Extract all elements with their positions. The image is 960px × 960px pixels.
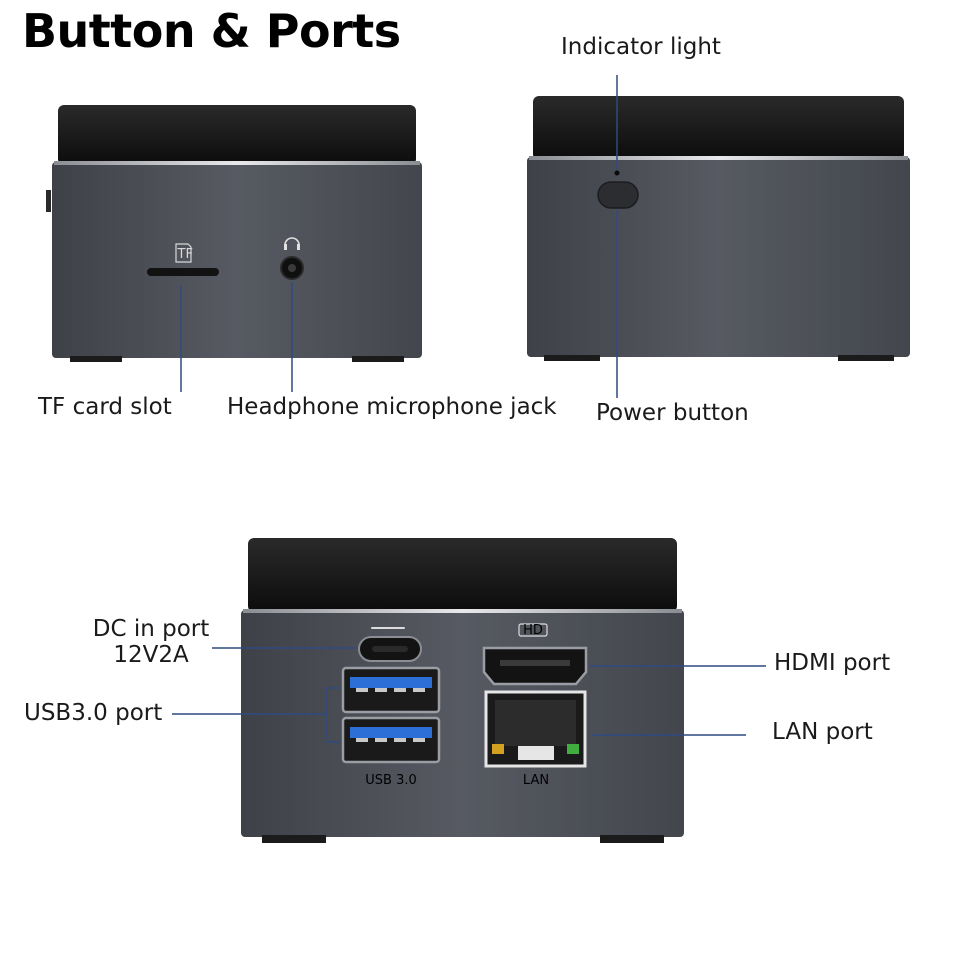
headphone-icon [284, 237, 300, 250]
dc-in-port-label: DC in port 12V2A [84, 616, 218, 668]
indicator-light-label: Indicator light [561, 34, 721, 60]
usb30-port-label: USB3.0 port [24, 700, 163, 726]
hd-mark: HD [523, 623, 543, 638]
tf-mark: TF [177, 247, 193, 262]
page-title: Button & Ports [22, 4, 401, 58]
indicator-light [614, 170, 620, 176]
power-button-label: Power button [596, 400, 749, 426]
hdmi-port-label: HDMI port [774, 650, 891, 676]
usb30-port-top [341, 666, 441, 714]
usb-mark: USB 3.0 [365, 773, 417, 788]
device-back: USB 3.0 HD LAN [172, 538, 766, 843]
lan-port [484, 690, 587, 768]
power-button [597, 181, 639, 209]
hdmi-port: HD [482, 623, 588, 686]
tf-card-slot-label: TF card slot [38, 394, 172, 420]
headphone-jack-label: Headphone microphone jack [227, 394, 557, 420]
dc-in-port-label-line2: 12V2A [113, 642, 189, 668]
dc-in-port-label-line1: DC in port [92, 616, 210, 642]
lan-mark: LAN [523, 773, 549, 788]
device-side-left: TF [46, 105, 422, 392]
dc-in-port [358, 627, 422, 662]
usb30-port-bottom [341, 716, 441, 764]
tf-card-icon: TF [175, 243, 193, 263]
device-side-right [527, 75, 910, 398]
lan-port-label: LAN port [772, 719, 873, 745]
tf-card-slot [147, 268, 219, 276]
